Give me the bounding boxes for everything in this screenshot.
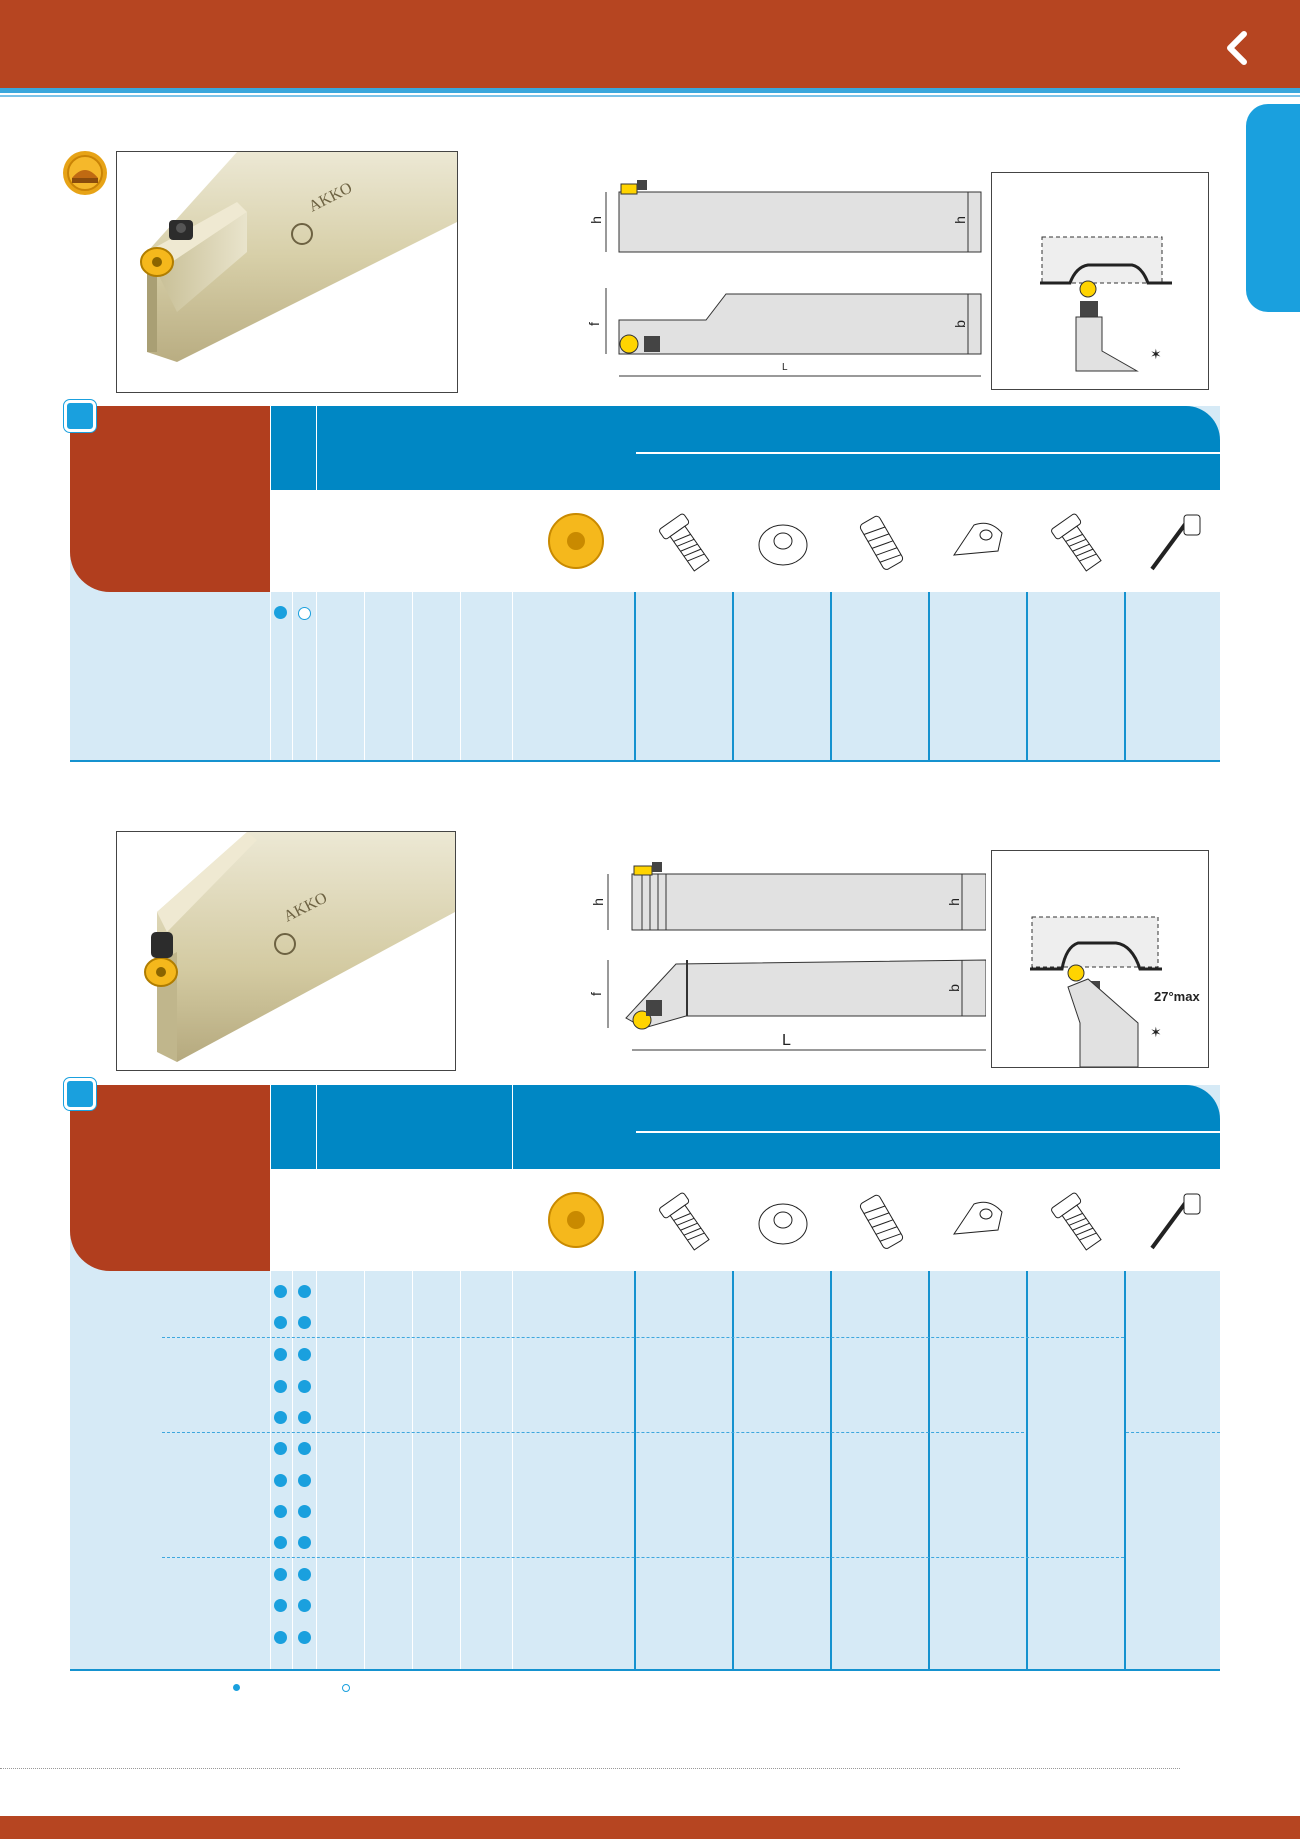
clamp-icon	[930, 1181, 1028, 1261]
table-2-icon-row	[270, 1169, 1220, 1271]
angle-label: 27°max	[1154, 989, 1200, 1004]
screw-icon	[1028, 1181, 1126, 1261]
back-chevron-icon[interactable]	[1218, 28, 1258, 68]
clamp-screw-icon	[636, 1181, 734, 1261]
dim-label-L: L	[782, 362, 788, 373]
svg-text:✶: ✶	[1150, 1024, 1162, 1040]
dim-label-h-right: h	[951, 216, 968, 224]
dim-label-h-right-2: h	[945, 898, 962, 906]
quality-badge-icon	[62, 150, 108, 196]
top-accent-line-thin	[0, 95, 1300, 97]
svg-text:✶: ✶	[1150, 346, 1162, 362]
top-banner	[0, 0, 1300, 88]
tool-holder-photo-1: AKKO	[116, 151, 458, 393]
table-2-checkbox[interactable]	[64, 1078, 96, 1110]
dimension-diagram-1: h h f b L	[586, 176, 986, 386]
dim-label-f: f	[585, 322, 602, 326]
screw-icon	[1028, 502, 1126, 582]
torx-key-icon	[1126, 1181, 1220, 1261]
table-1-checkbox[interactable]	[64, 400, 96, 432]
tool-holder-photo-2: AKKO	[116, 831, 456, 1071]
table-2-header	[270, 1085, 1220, 1169]
bottom-banner	[0, 1816, 1300, 1839]
shim-icon	[734, 1181, 832, 1261]
product-table-1	[70, 406, 1220, 762]
insert-icon	[516, 506, 636, 576]
footer-divider	[0, 1768, 1180, 1769]
application-diagram-1: ✶	[991, 172, 1209, 390]
table-2-title-block	[70, 1085, 270, 1271]
application-diagram-2: ✶ 27°max	[991, 850, 1209, 1068]
insert-icon	[516, 1185, 636, 1255]
dim-label-h-left-2: h	[589, 898, 606, 906]
torx-key-icon	[1126, 502, 1220, 582]
dim-label-h-left: h	[587, 216, 604, 224]
shim-screw-icon	[832, 1181, 930, 1261]
table-1-header	[270, 406, 1220, 490]
shim-screw-icon	[832, 502, 930, 582]
dim-label-f-2: f	[587, 992, 604, 996]
product-table-2	[70, 1085, 1220, 1671]
dim-label-b-2: b	[945, 984, 962, 992]
table-1-icon-row	[270, 490, 1220, 592]
legend-stock-dot	[233, 1684, 240, 1691]
shim-icon	[734, 502, 832, 582]
right-hand-dot	[274, 606, 287, 619]
clamp-screw-icon	[636, 502, 734, 582]
dim-label-b: b	[951, 320, 968, 328]
section-side-tab[interactable]	[1246, 104, 1300, 312]
clamp-icon	[930, 502, 1028, 582]
left-hand-dot-empty	[298, 607, 311, 620]
dimension-diagram-2: h h f b L	[586, 856, 987, 1066]
dim-label-L-2: L	[782, 1032, 791, 1049]
top-accent-line	[0, 88, 1300, 93]
table-1-title-block	[70, 406, 270, 592]
legend-order-dot	[342, 1684, 350, 1692]
